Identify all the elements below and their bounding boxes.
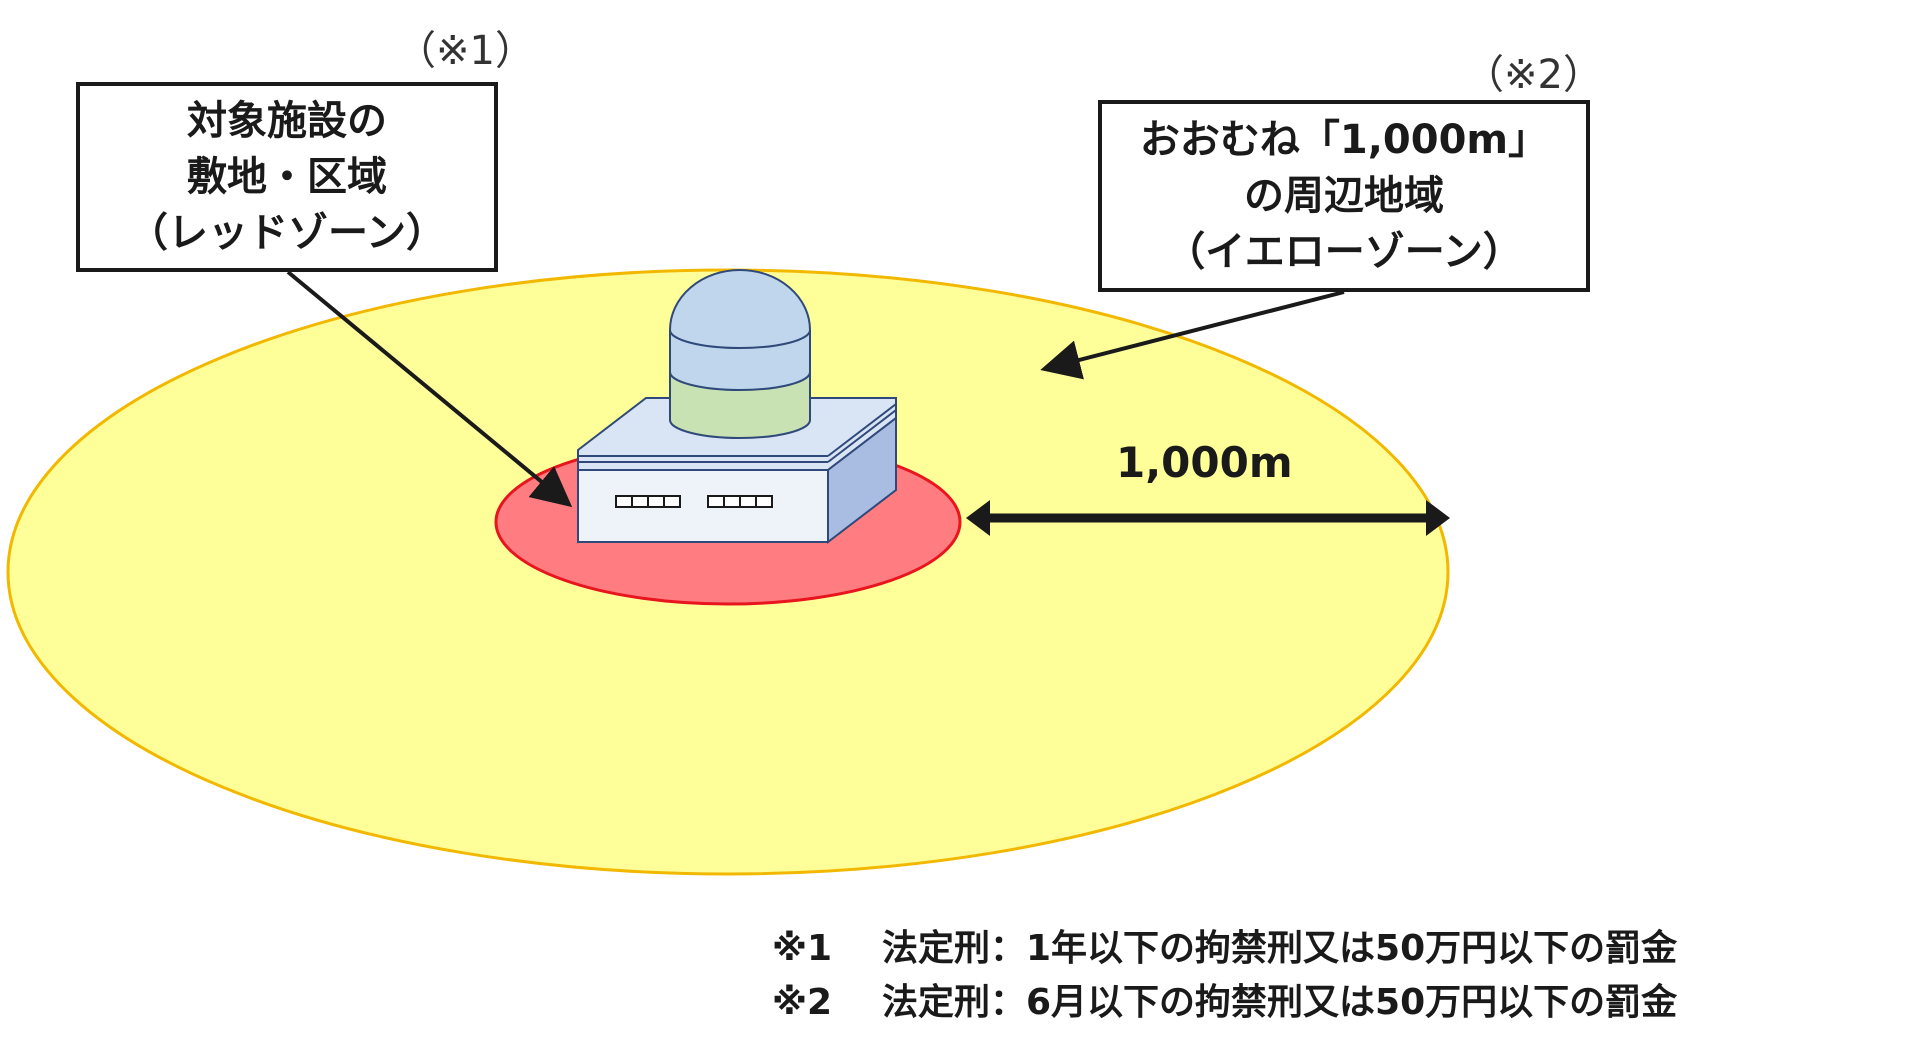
footnote-mark: ※1 xyxy=(772,928,833,969)
facility-building-icon xyxy=(577,269,897,545)
reactor-dome xyxy=(669,269,811,391)
yellow-zone-callout: おおむね「1,000m」 の周辺地域 （イエローゾーン） xyxy=(1098,100,1590,292)
red-zone-note-mark: （※1） xyxy=(396,28,535,74)
red-zone-label-line: 対象施設の xyxy=(187,98,387,144)
distance-label: 1,000m xyxy=(1116,438,1293,487)
distance-double-arrow xyxy=(966,500,1450,536)
footnote-row: ※2 法定刑：6月以下の拘禁刑又は50万円以下の罰金 xyxy=(772,976,1677,1030)
red-zone-label-line: （レッドゾーン） xyxy=(128,210,446,256)
yellow-zone-label-line: おおむね「1,000m」 xyxy=(1139,117,1549,163)
footnote-text: 法定刑：6月以下の拘禁刑又は50万円以下の罰金 xyxy=(882,982,1678,1023)
yellow-zone-label-line: （イエローゾーン） xyxy=(1165,229,1523,275)
yellow-zone-label-line: の周辺地域 xyxy=(1244,173,1444,219)
footnotes: ※1 法定刑：1年以下の拘禁刑又は50万円以下の罰金 ※2 法定刑：6月以下の拘禁刑… xyxy=(772,922,1677,1030)
red-zone-callout: 対象施設の 敷地・区域 （レッドゾーン） xyxy=(76,82,498,272)
yellow-zone-pointer-arrow xyxy=(1040,290,1345,380)
building-windows xyxy=(615,495,773,508)
footnote-row: ※1 法定刑：1年以下の拘禁刑又は50万円以下の罰金 xyxy=(772,922,1677,976)
footnote-mark: ※2 xyxy=(772,982,833,1023)
footnote-text: 法定刑：1年以下の拘禁刑又は50万円以下の罰金 xyxy=(882,928,1678,969)
yellow-zone-note-mark: （※2） xyxy=(1464,52,1603,98)
red-zone-label-line: 敷地・区域 xyxy=(187,154,387,200)
red-zone-pointer-arrow xyxy=(286,270,573,508)
